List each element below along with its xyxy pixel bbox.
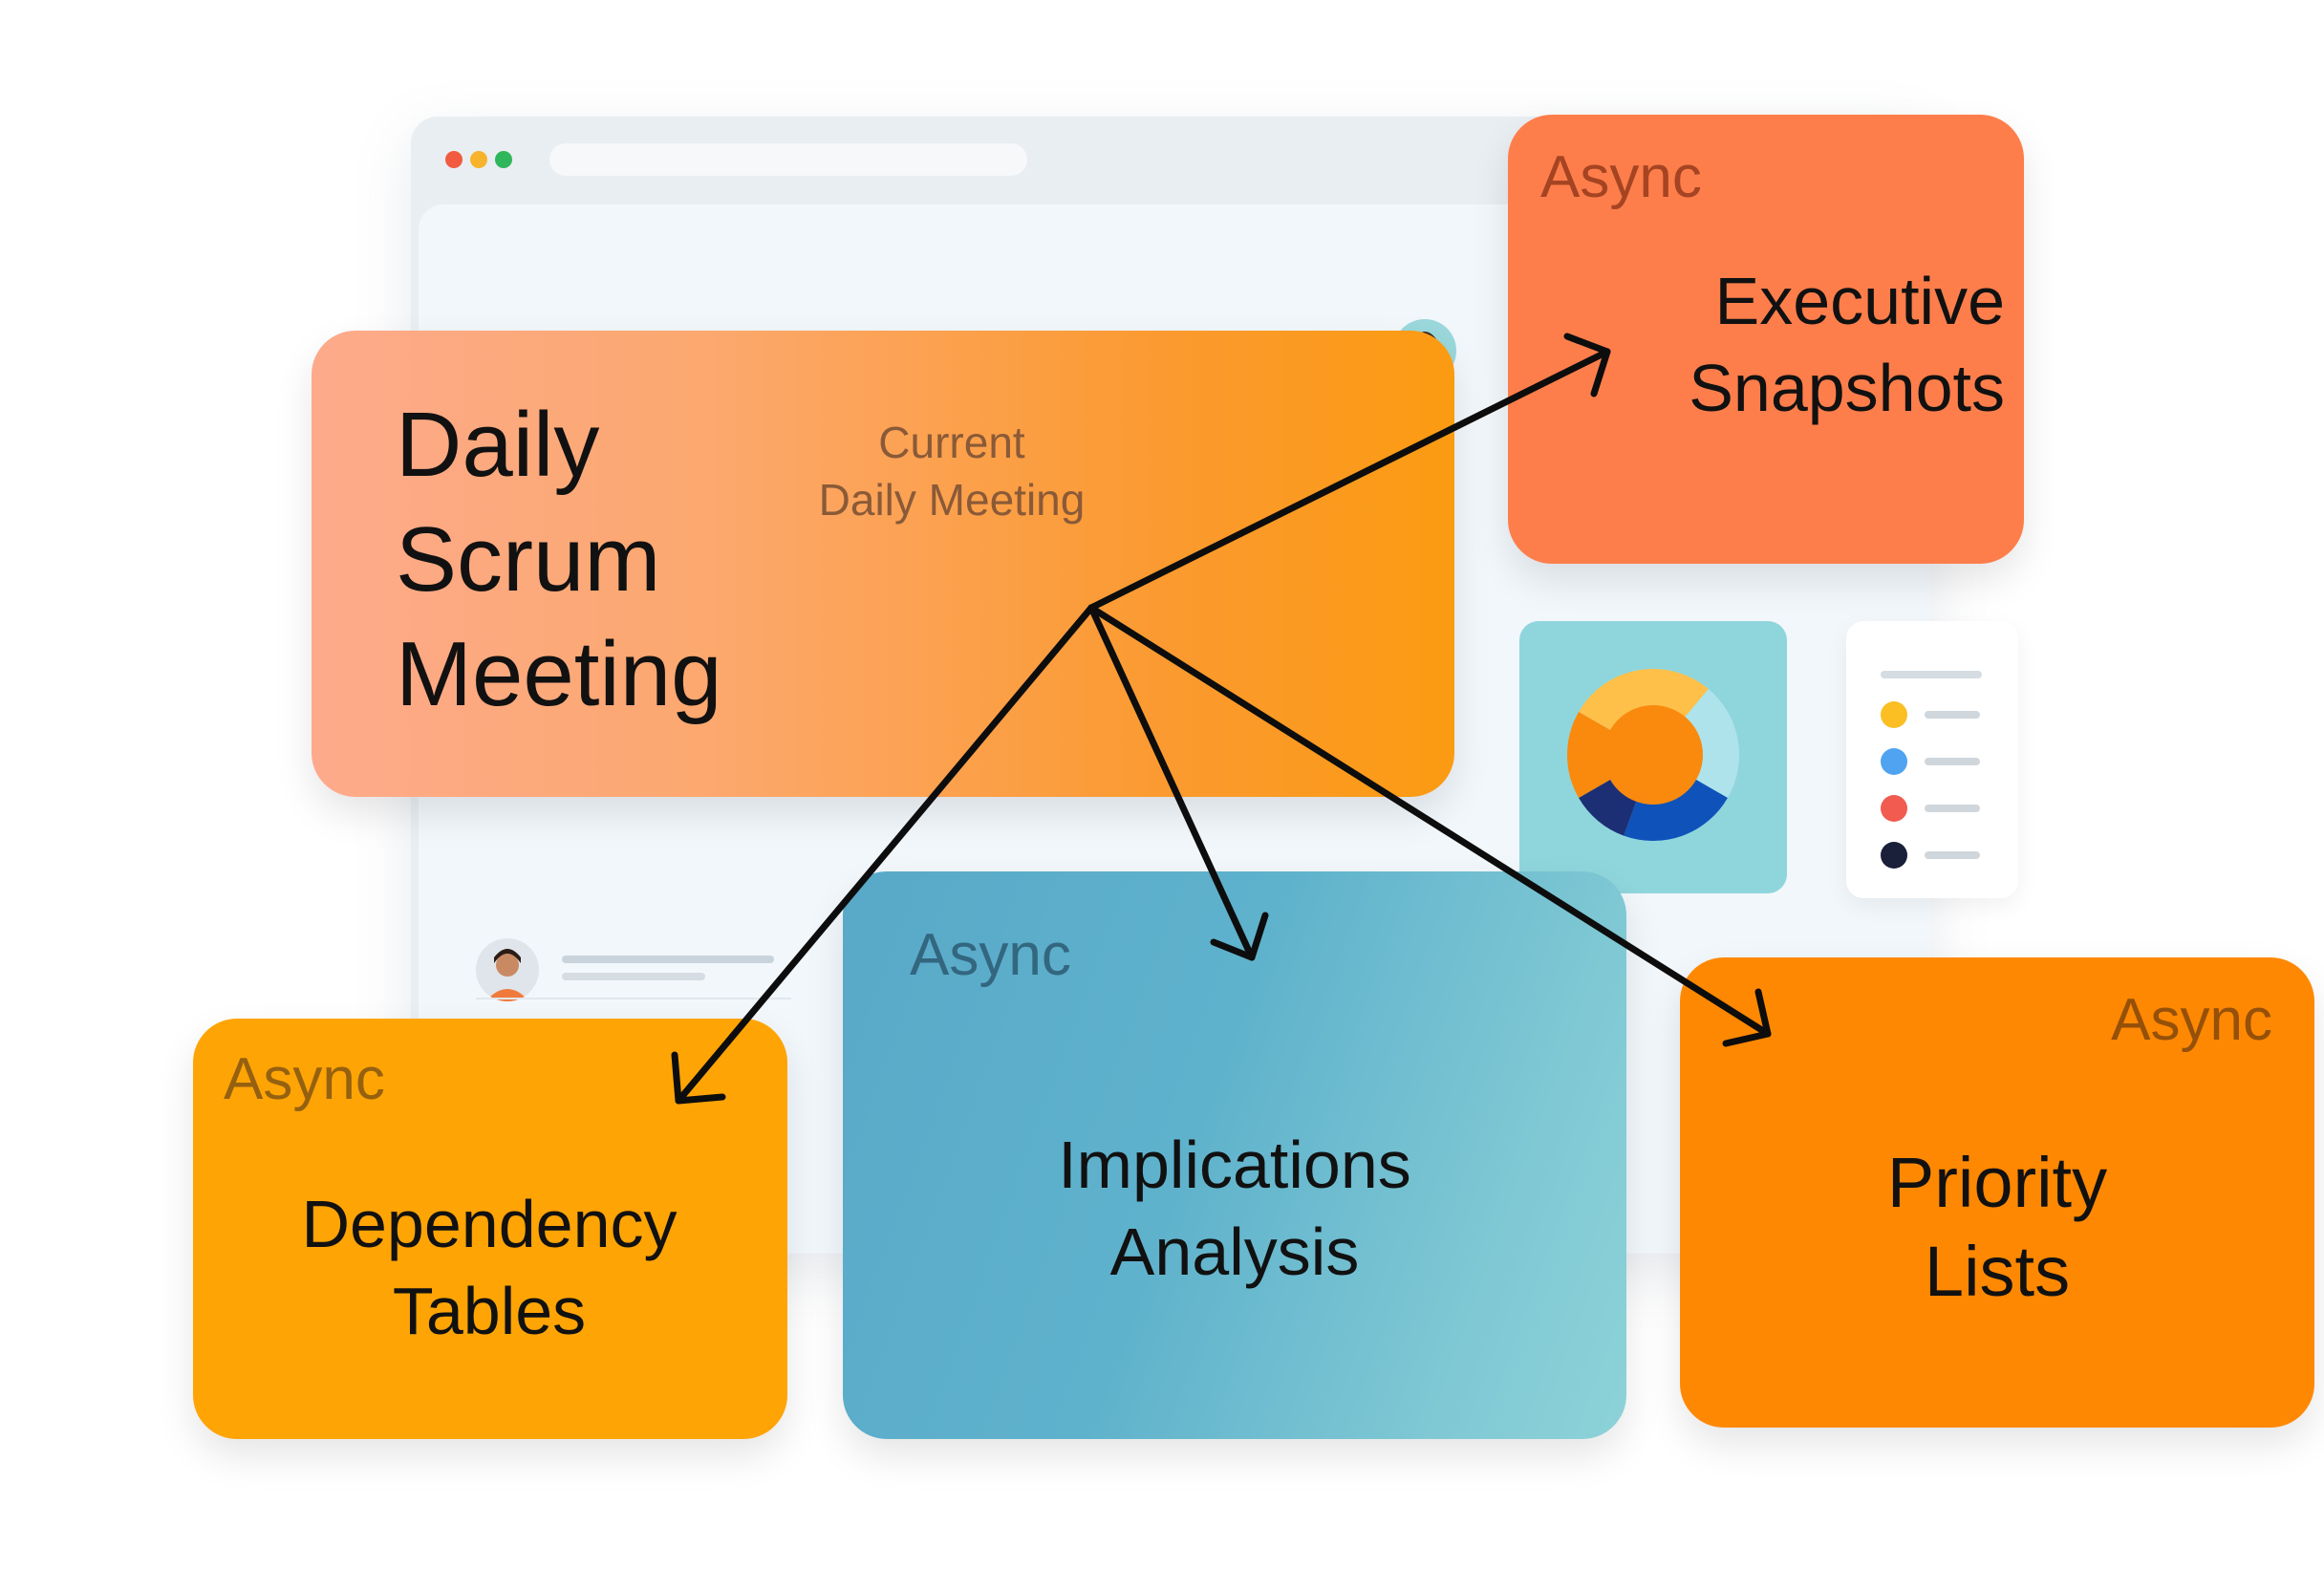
title-line: Lists <box>1924 1231 2071 1311</box>
title-line: Tables <box>392 1274 587 1348</box>
node-dependency-tables: Async Dependency Tables <box>193 1019 787 1439</box>
title-line: Meeting <box>396 623 722 725</box>
subtitle-line: Daily Meeting <box>818 474 1086 525</box>
legend-card <box>1846 621 2018 898</box>
title-line: Analysis <box>1109 1214 1360 1289</box>
title-line: Dependency <box>301 1187 678 1261</box>
title-line: Executive <box>1714 264 2005 338</box>
legend-dot-icon <box>1881 842 1907 869</box>
donut-center <box>1603 705 1703 805</box>
node-implications-analysis: Async Implications Analysis <box>843 871 1626 1439</box>
node-title: Dependency Tables <box>212 1181 766 1355</box>
address-bar <box>549 143 1027 176</box>
user-icon <box>485 949 529 1001</box>
node-executive-snapshots: Async Executive Snapshots <box>1508 115 2024 564</box>
node-title: Executive Snapshots <box>1584 258 2005 432</box>
divider <box>476 998 791 999</box>
node-priority-lists: Async Priority Lists <box>1680 957 2314 1428</box>
window-close-dot <box>445 151 463 168</box>
legend-row <box>1881 795 1995 822</box>
node-title: Priority Lists <box>1699 1139 2295 1316</box>
legend-row <box>1881 748 1995 775</box>
donut-chart-icon <box>1567 669 1739 841</box>
avatar <box>476 938 539 1001</box>
node-title: Implications Analysis <box>881 1122 1588 1296</box>
subtitle-line: Current <box>878 418 1025 467</box>
async-tag: Async <box>2111 987 2272 1053</box>
title-line: Priority <box>1886 1143 2108 1222</box>
legend-dot-icon <box>1881 748 1907 775</box>
list-item <box>476 921 791 1017</box>
title-line: Snapshots <box>1689 351 2005 425</box>
legend-dot-icon <box>1881 701 1907 728</box>
node-title: Daily Scrum Meeting <box>396 388 722 732</box>
window-maximize-dot <box>495 151 512 168</box>
legend-row <box>1881 842 1995 869</box>
donut-segment <box>1567 712 1613 798</box>
title-line: Implications <box>1058 1128 1411 1202</box>
legend-row <box>1881 701 1995 728</box>
legend-dot-icon <box>1881 795 1907 822</box>
node-daily-scrum-meeting: Daily Scrum Meeting Current Daily Meetin… <box>312 331 1454 797</box>
title-line: Scrum <box>396 508 661 611</box>
async-tag: Async <box>1540 144 1702 210</box>
async-tag: Async <box>224 1046 385 1112</box>
donut-chart-card <box>1519 621 1787 893</box>
title-line: Daily <box>396 394 600 496</box>
window-minimize-dot <box>470 151 487 168</box>
node-subtitle: Current Daily Meeting <box>789 415 1114 529</box>
async-tag: Async <box>910 922 1071 988</box>
